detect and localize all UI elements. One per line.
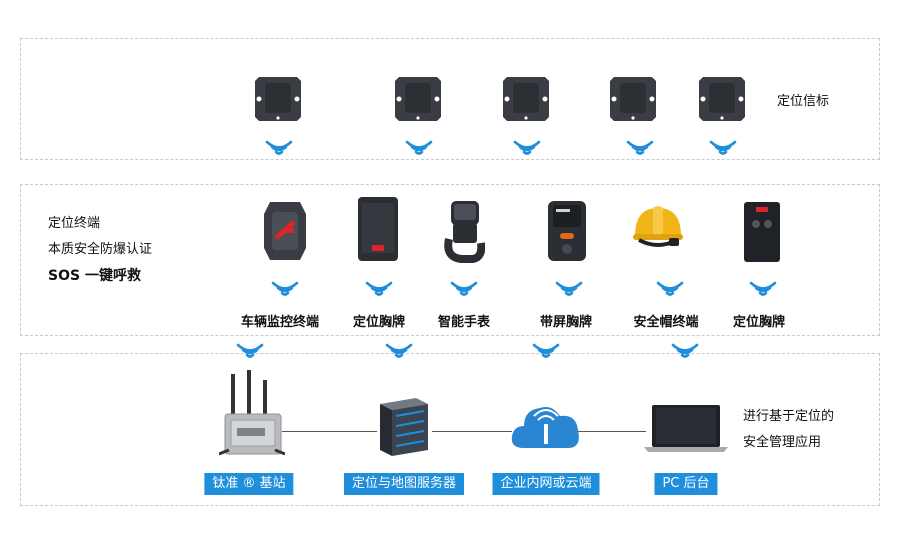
wifi-signal-icon	[235, 340, 265, 362]
device-label: 安全帽终端	[633, 315, 699, 330]
terminal-panel	[20, 184, 880, 336]
connector-line	[432, 431, 512, 432]
wifi-signal-icon	[364, 278, 394, 300]
device-label: 带屏胸牌	[539, 315, 593, 330]
badge-icon	[356, 195, 400, 263]
terminal-line-3: SOS 一键呼救	[48, 268, 141, 284]
beacon-icon	[608, 75, 658, 123]
wifi-signal-icon	[512, 137, 542, 159]
application-label-line-2: 安全管理应用	[743, 435, 822, 450]
wifi-signal-icon	[708, 137, 738, 159]
wifi-signal-icon	[625, 137, 655, 159]
wifi-signal-icon	[404, 137, 434, 159]
laptop-icon	[644, 403, 728, 453]
connector-line	[578, 431, 646, 432]
cloud-icon	[510, 398, 582, 454]
beacon-icon	[697, 75, 747, 123]
wifi-signal-icon	[270, 278, 300, 300]
pc-backend-tag: PC 后台	[654, 473, 718, 495]
base-station-tag: 钛准 ® 基站	[204, 473, 294, 495]
base-station-icon	[219, 370, 285, 466]
wifi-signal-icon	[670, 340, 700, 362]
cloud-tag: 企业内网或云端	[492, 473, 600, 495]
beacon-icon	[501, 75, 551, 123]
wifi-signal-icon	[655, 278, 685, 300]
device-label: 车辆监控终端	[240, 315, 320, 330]
smartwatch-icon	[443, 199, 485, 263]
wifi-signal-icon	[384, 340, 414, 362]
infrastructure-panel	[20, 353, 880, 506]
terminal-line-2: 本质安全防爆认证	[48, 242, 153, 257]
wifi-signal-icon	[531, 340, 561, 362]
device-label: 智能手表	[437, 315, 491, 330]
wifi-signal-icon	[554, 278, 584, 300]
server-tag: 定位与地图服务器	[343, 473, 465, 495]
vehicle-terminal-icon	[262, 200, 308, 262]
device-label: 定位胸牌	[352, 315, 406, 330]
wifi-signal-icon	[264, 137, 294, 159]
badge-icon	[742, 200, 782, 264]
beacon-label: 定位信标	[777, 94, 830, 109]
beacon-icon	[253, 75, 303, 123]
terminal-line-1: 定位终端	[48, 216, 101, 231]
server-icon	[376, 396, 432, 458]
beacon-icon	[393, 75, 443, 123]
device-label: 定位胸牌	[732, 315, 786, 330]
connector-line	[282, 431, 377, 432]
application-label-line-1: 进行基于定位的	[743, 409, 835, 424]
wifi-signal-icon	[748, 278, 778, 300]
helmet-terminal-icon	[631, 204, 685, 256]
wifi-signal-icon	[449, 278, 479, 300]
screen-badge-icon	[546, 199, 588, 263]
beacon-panel	[20, 38, 880, 160]
